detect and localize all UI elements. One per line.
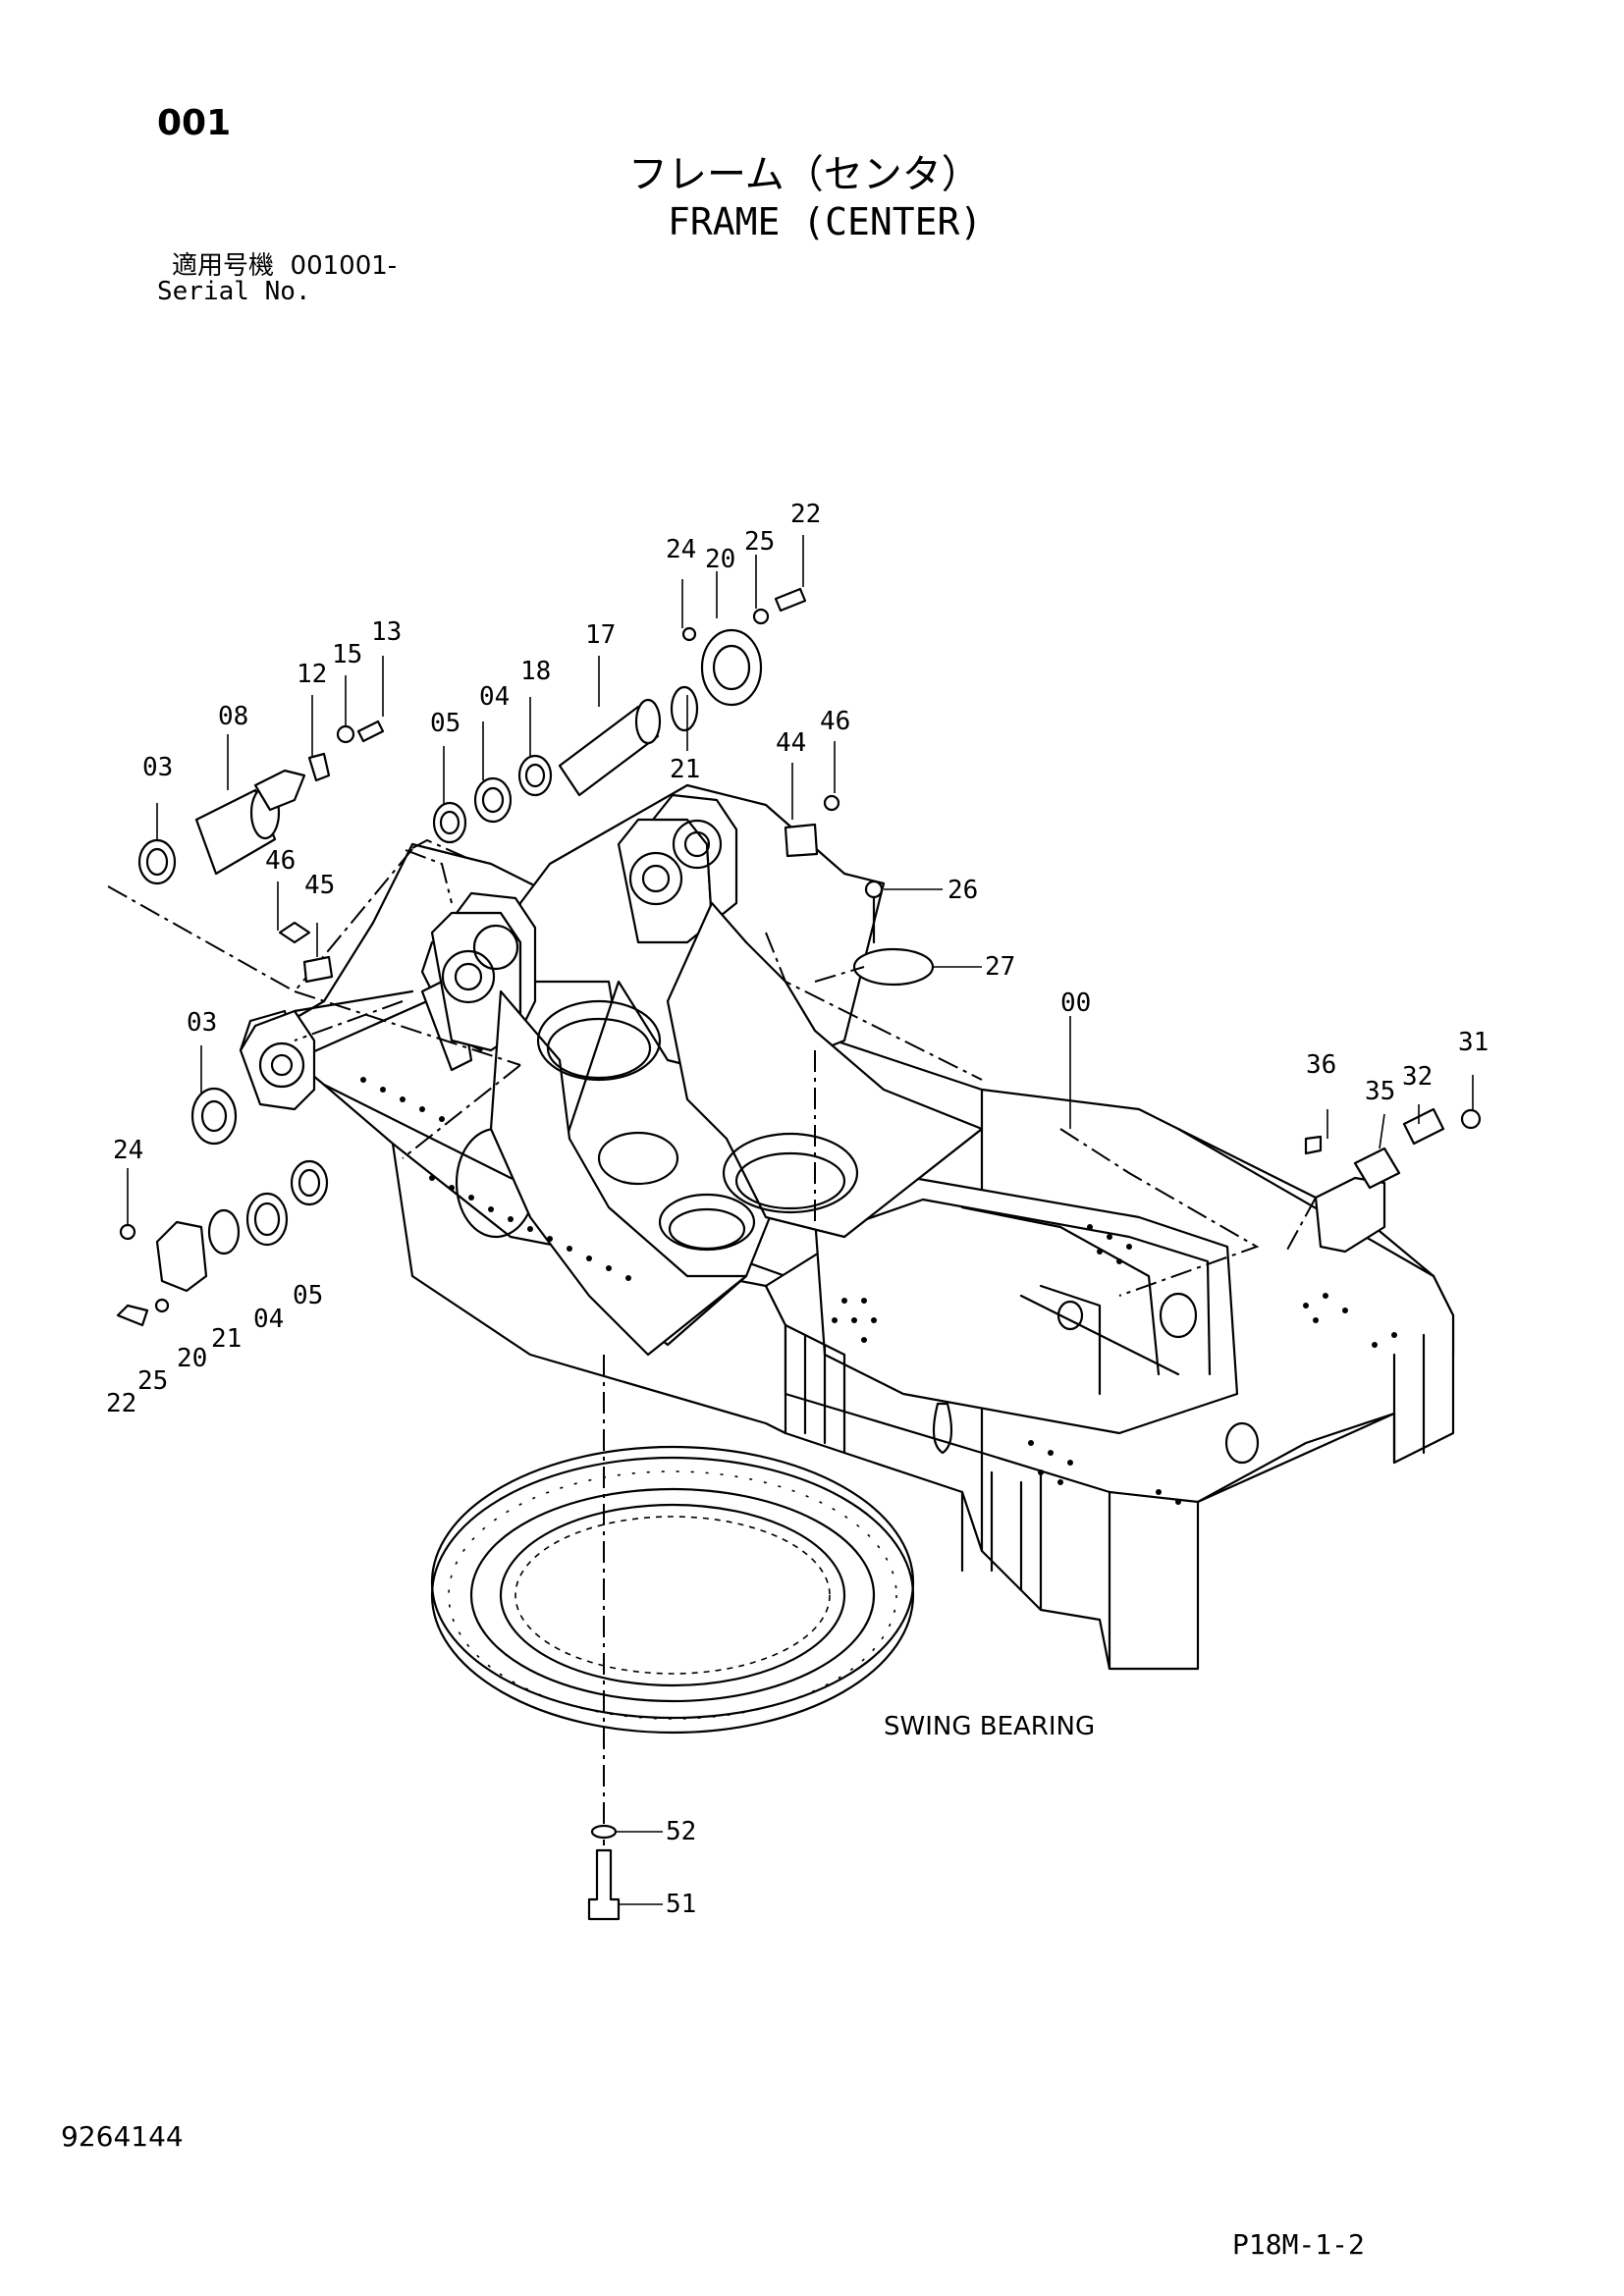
callout: 26	[947, 876, 978, 905]
callout: 45	[304, 871, 335, 900]
page-reference: P18M-1-2	[1232, 2228, 1365, 2261]
callout: 08	[218, 702, 248, 731]
callout: 20	[177, 1344, 207, 1373]
swing-bearing	[430, 1445, 915, 1735]
callout: 52	[666, 1817, 696, 1846]
callout: 00	[1060, 988, 1091, 1018]
serial-label-japanese: 適用号機	[172, 251, 275, 281]
swing-bearing-label: SWING BEARING	[884, 1712, 1095, 1741]
leader-lines	[127, 535, 1474, 1905]
callout: 25	[137, 1366, 168, 1396]
callout: 27	[985, 952, 1015, 982]
callout: 03	[187, 1008, 217, 1038]
callout: 20	[705, 545, 735, 574]
callout: 12	[297, 660, 327, 689]
callout: 04	[479, 682, 510, 712]
callout: 24	[666, 535, 696, 564]
callout: 25	[744, 527, 775, 557]
part-callouts: 00 03 03 04 04 05 05 08 12 13 15 17 18 2…	[106, 500, 1489, 1919]
left-pin-group	[116, 720, 385, 1327]
callout: 15	[332, 640, 362, 669]
bolt-hole-patterns	[360, 1077, 1397, 1505]
callout: 51	[666, 1890, 696, 1919]
callout: 04	[253, 1305, 284, 1334]
callout: 44	[776, 728, 806, 758]
callout: 46	[820, 707, 850, 736]
right-sensor-group	[1304, 1107, 1482, 1254]
callout: 05	[430, 709, 460, 738]
left-front-boss	[239, 989, 414, 1111]
callout: 17	[585, 620, 616, 650]
boom-foot-towers	[420, 783, 984, 1357]
callout: 13	[371, 617, 402, 647]
assembly-centerlines	[107, 838, 1317, 1845]
callout: 36	[1306, 1050, 1336, 1080]
callout: 03	[142, 753, 173, 782]
serial-line-japanese: 適用号機 001001-	[172, 253, 397, 279]
page-number: 001	[157, 103, 232, 143]
callout: 22	[106, 1389, 136, 1418]
serial-value: 001001-	[290, 251, 398, 281]
callout: 31	[1458, 1028, 1489, 1057]
callout: 21	[211, 1324, 242, 1354]
callout: 21	[670, 755, 700, 784]
serial-label-english: Serial No.	[157, 277, 311, 306]
callout: 46	[265, 846, 296, 876]
callout: 22	[790, 500, 821, 529]
callout: 24	[113, 1136, 143, 1165]
document-number: 9264144	[61, 2120, 184, 2153]
callout: 05	[293, 1281, 323, 1310]
right-pin-group	[432, 587, 840, 858]
callout: 32	[1402, 1062, 1433, 1092]
bearing-bolt	[587, 1824, 621, 1921]
cover-plate-group	[814, 880, 935, 987]
title-japanese: フレーム（センタ）	[628, 152, 981, 197]
callout: 35	[1365, 1077, 1395, 1106]
callout: 18	[520, 657, 551, 686]
title-english: FRAME (CENTER)	[668, 200, 983, 243]
